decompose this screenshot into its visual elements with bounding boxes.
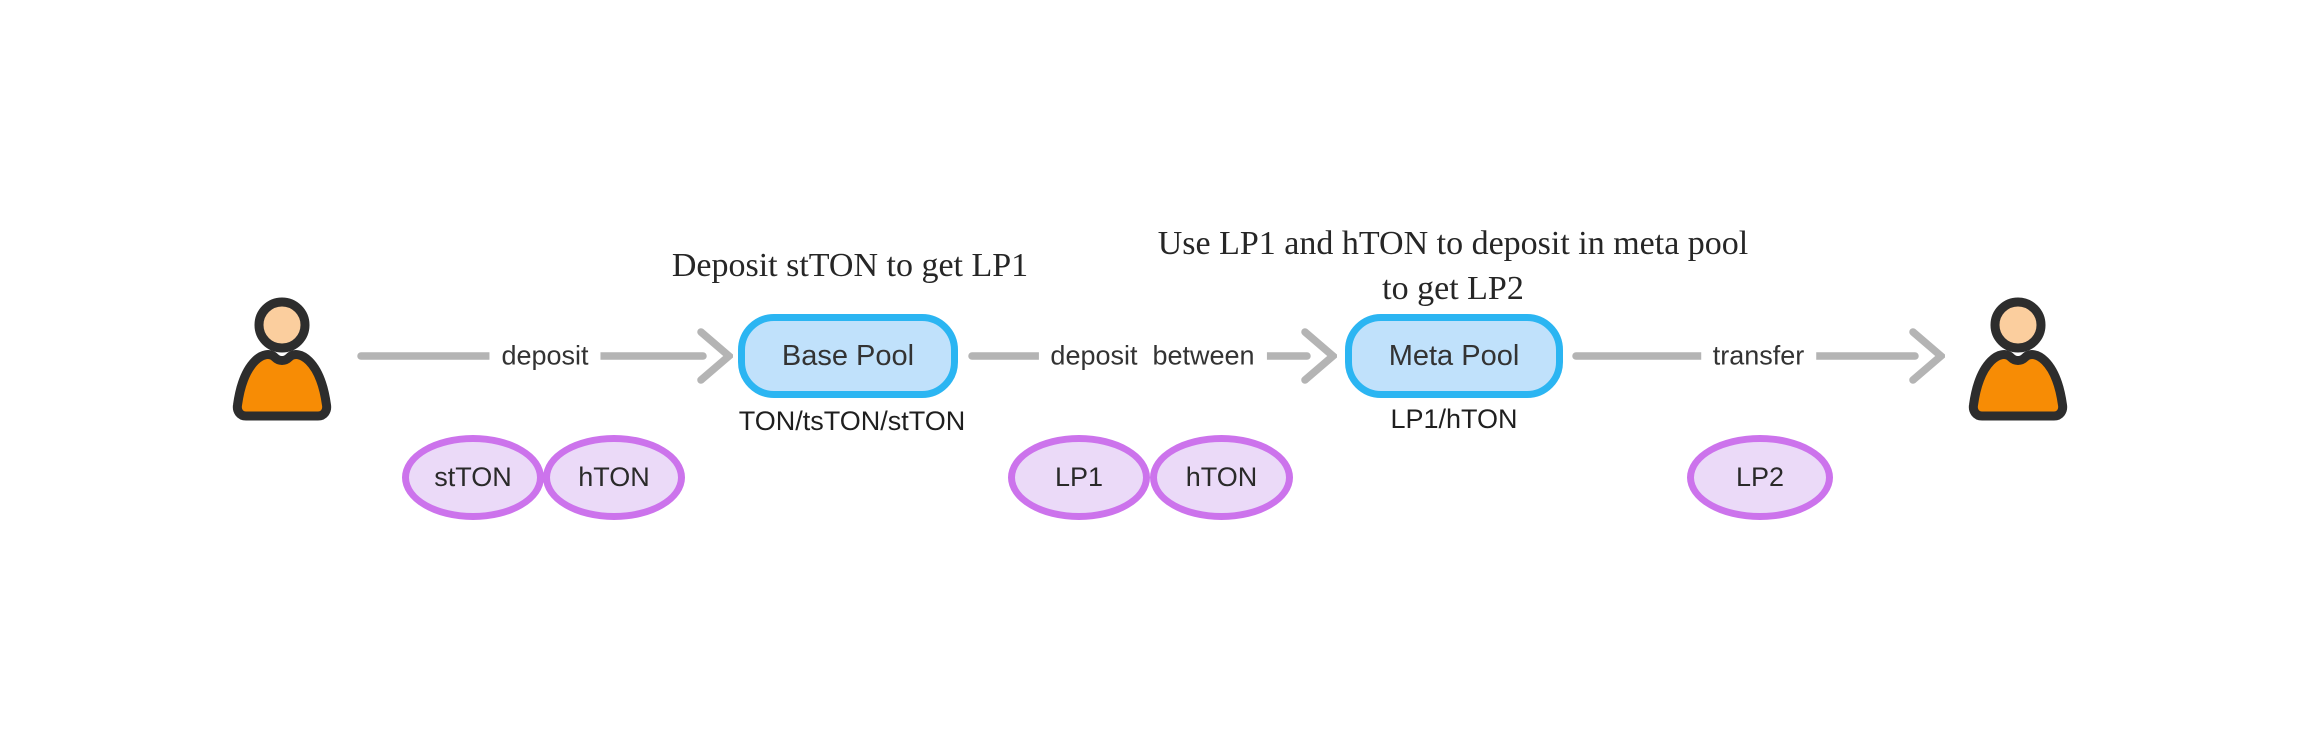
person-head — [1990, 297, 2046, 353]
meta-pool-note-line1: Use LP1 and hTON to deposit in meta pool — [1157, 225, 1749, 262]
token-lp2: LP2 — [1687, 435, 1833, 520]
token-lp1: LP1 — [1008, 435, 1150, 520]
meta-pool-label: Meta Pool — [1388, 339, 1520, 372]
token-label: hTON — [578, 462, 650, 492]
person-head — [254, 297, 310, 353]
meta-pool-node: Meta Pool — [1345, 314, 1563, 398]
base-pool-node: Base Pool — [738, 314, 958, 398]
meta-pool-note: Use LP1 and hTON to deposit in meta pool… — [1103, 221, 1803, 311]
person-torso — [1968, 350, 2068, 421]
arrow-label-deposit: deposit — [489, 338, 601, 374]
token-hton: hTON — [543, 435, 685, 520]
person-icon — [232, 297, 332, 421]
token-hton-2: hTON — [1150, 435, 1293, 520]
meta-pool-note-line2: to get LP2 — [1382, 270, 1524, 307]
user-right — [1963, 292, 2073, 422]
token-label: stTON — [434, 462, 512, 492]
arrow-label-transfer: transfer — [1700, 338, 1817, 374]
token-stton: stTON — [402, 435, 544, 520]
arrow-deposit-between-pools: deposit between — [968, 326, 1337, 386]
base-pool-composition: TON/tsTON/stTON — [738, 406, 966, 436]
person-icon — [1968, 297, 2068, 421]
base-pool-note: Deposit stTON to get LP1 — [671, 247, 1029, 284]
user-left — [227, 292, 337, 422]
arrow-deposit-to-base-pool: deposit — [357, 326, 733, 386]
base-pool-label: Base Pool — [781, 339, 915, 372]
person-torso — [232, 350, 332, 421]
arrow-transfer-to-user: transfer — [1572, 326, 1945, 386]
arrow-label-deposit-between: deposit between — [1038, 338, 1267, 374]
token-label: LP1 — [1054, 462, 1104, 492]
meta-pool-composition: LP1/hTON — [1390, 404, 1518, 434]
token-label: LP2 — [1735, 462, 1785, 492]
token-label: hTON — [1185, 462, 1258, 492]
